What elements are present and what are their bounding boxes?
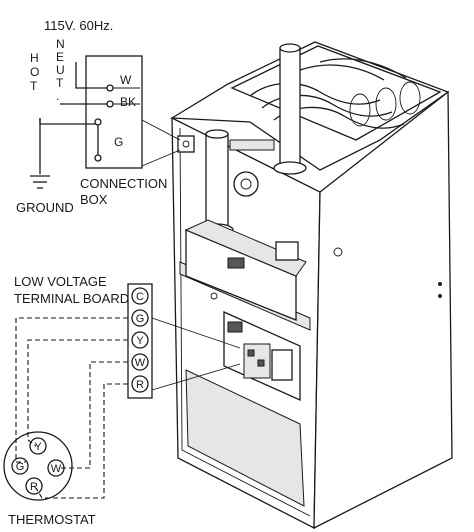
cabinet-side xyxy=(313,90,453,530)
terminal-r-ring xyxy=(131,375,149,393)
w-wire-label: W xyxy=(120,73,132,87)
leader-line-lower xyxy=(141,149,181,167)
thermostat-y-ring xyxy=(29,437,47,455)
exchanger-burner-3 xyxy=(399,81,421,115)
thermostat-r-ring xyxy=(25,477,43,495)
hot-terminal xyxy=(106,100,114,108)
control-board xyxy=(243,343,271,379)
connection-box-label-line2: BOX xyxy=(80,192,108,207)
flue-pipe xyxy=(273,43,307,175)
terminal-g-label: G xyxy=(136,313,145,325)
inducer-motor-hub xyxy=(240,178,252,190)
control-board-area xyxy=(223,310,301,402)
connection-box-label-line1: CONNECTION xyxy=(80,176,167,191)
thermostat-g-label: G xyxy=(16,461,25,473)
burner-box-screw xyxy=(210,292,218,300)
neutral-wire xyxy=(75,62,110,89)
thermostat-body xyxy=(3,431,73,501)
wire-y xyxy=(27,339,128,447)
inducer-bracket xyxy=(229,139,275,151)
side-hole-3 xyxy=(438,294,442,298)
terminal-board-title-2: TERMINAL BOARD xyxy=(14,291,129,306)
wire-w xyxy=(60,361,128,469)
board-leader-lower xyxy=(151,363,241,391)
terminal-c-label: C xyxy=(136,291,144,303)
junction-box-knockout xyxy=(182,140,190,148)
terminal-r-label: R xyxy=(136,379,144,391)
thermostat: YG W R THERMOSTAT xyxy=(3,431,96,527)
connection-box-outline xyxy=(85,55,143,169)
blower-bay xyxy=(185,369,305,507)
exchanger-tube-4 xyxy=(299,64,385,81)
ground-label: GROUND xyxy=(16,200,74,215)
low-voltage-wiring xyxy=(15,317,128,499)
furnace-junction-box xyxy=(177,135,195,153)
terminal-w-label: W xyxy=(135,357,146,369)
exchanger-tube-1 xyxy=(249,82,381,105)
exchanger-burner-1 xyxy=(349,93,371,127)
thermostat-terminal-list: YG W R xyxy=(11,437,65,495)
burner-box xyxy=(184,219,307,321)
wire-g xyxy=(15,317,128,463)
thermostat-w-label: W xyxy=(51,463,62,475)
side-hole-1 xyxy=(333,247,343,257)
exchanger-tube-5 xyxy=(319,58,407,79)
inducer-pipe-top xyxy=(205,129,229,139)
thermostat-y-label: Y xyxy=(34,441,42,453)
exchanger-burner-2 xyxy=(375,87,397,121)
terminal-c-ring xyxy=(131,287,149,305)
neutral-terminal xyxy=(106,84,114,92)
leader-line-upper xyxy=(141,119,181,141)
burner-box-label-plate xyxy=(227,257,245,269)
thermostat-label: THERMOSTAT xyxy=(8,512,96,527)
gas-valve xyxy=(275,241,299,261)
board-leader-upper xyxy=(151,317,241,349)
board-chip-2 xyxy=(257,359,265,367)
supply-rating: 115V. 60Hz. xyxy=(44,18,113,33)
g-wire-label: G xyxy=(114,135,123,149)
ground-terminal-bottom xyxy=(94,154,102,162)
inducer-motor xyxy=(233,171,259,197)
terminal-w-ring xyxy=(131,353,149,371)
terminal-y-label: Y xyxy=(136,335,144,347)
flue-pipe-top xyxy=(279,43,301,53)
inducer-assembly xyxy=(200,129,275,237)
control-relay xyxy=(227,321,243,333)
front-recess-edge xyxy=(179,127,311,517)
bk-wire-label: BK xyxy=(120,95,136,109)
terminal-y-ring xyxy=(131,331,149,349)
ground-terminal-top xyxy=(94,118,102,126)
wire-r xyxy=(35,383,128,499)
inducer-pipe xyxy=(205,133,229,231)
terminal-board-title-1: LOW VOLTAGE xyxy=(14,274,107,289)
thermostat-r-label: R xyxy=(30,481,38,493)
side-hole-2 xyxy=(438,282,442,286)
transformer xyxy=(271,349,293,381)
flue-pipe-collar xyxy=(273,161,307,175)
burner-box-top xyxy=(184,219,307,277)
board-chip-1 xyxy=(247,349,255,357)
terminal-g-ring xyxy=(131,309,149,327)
flue-pipe-body xyxy=(279,47,301,169)
